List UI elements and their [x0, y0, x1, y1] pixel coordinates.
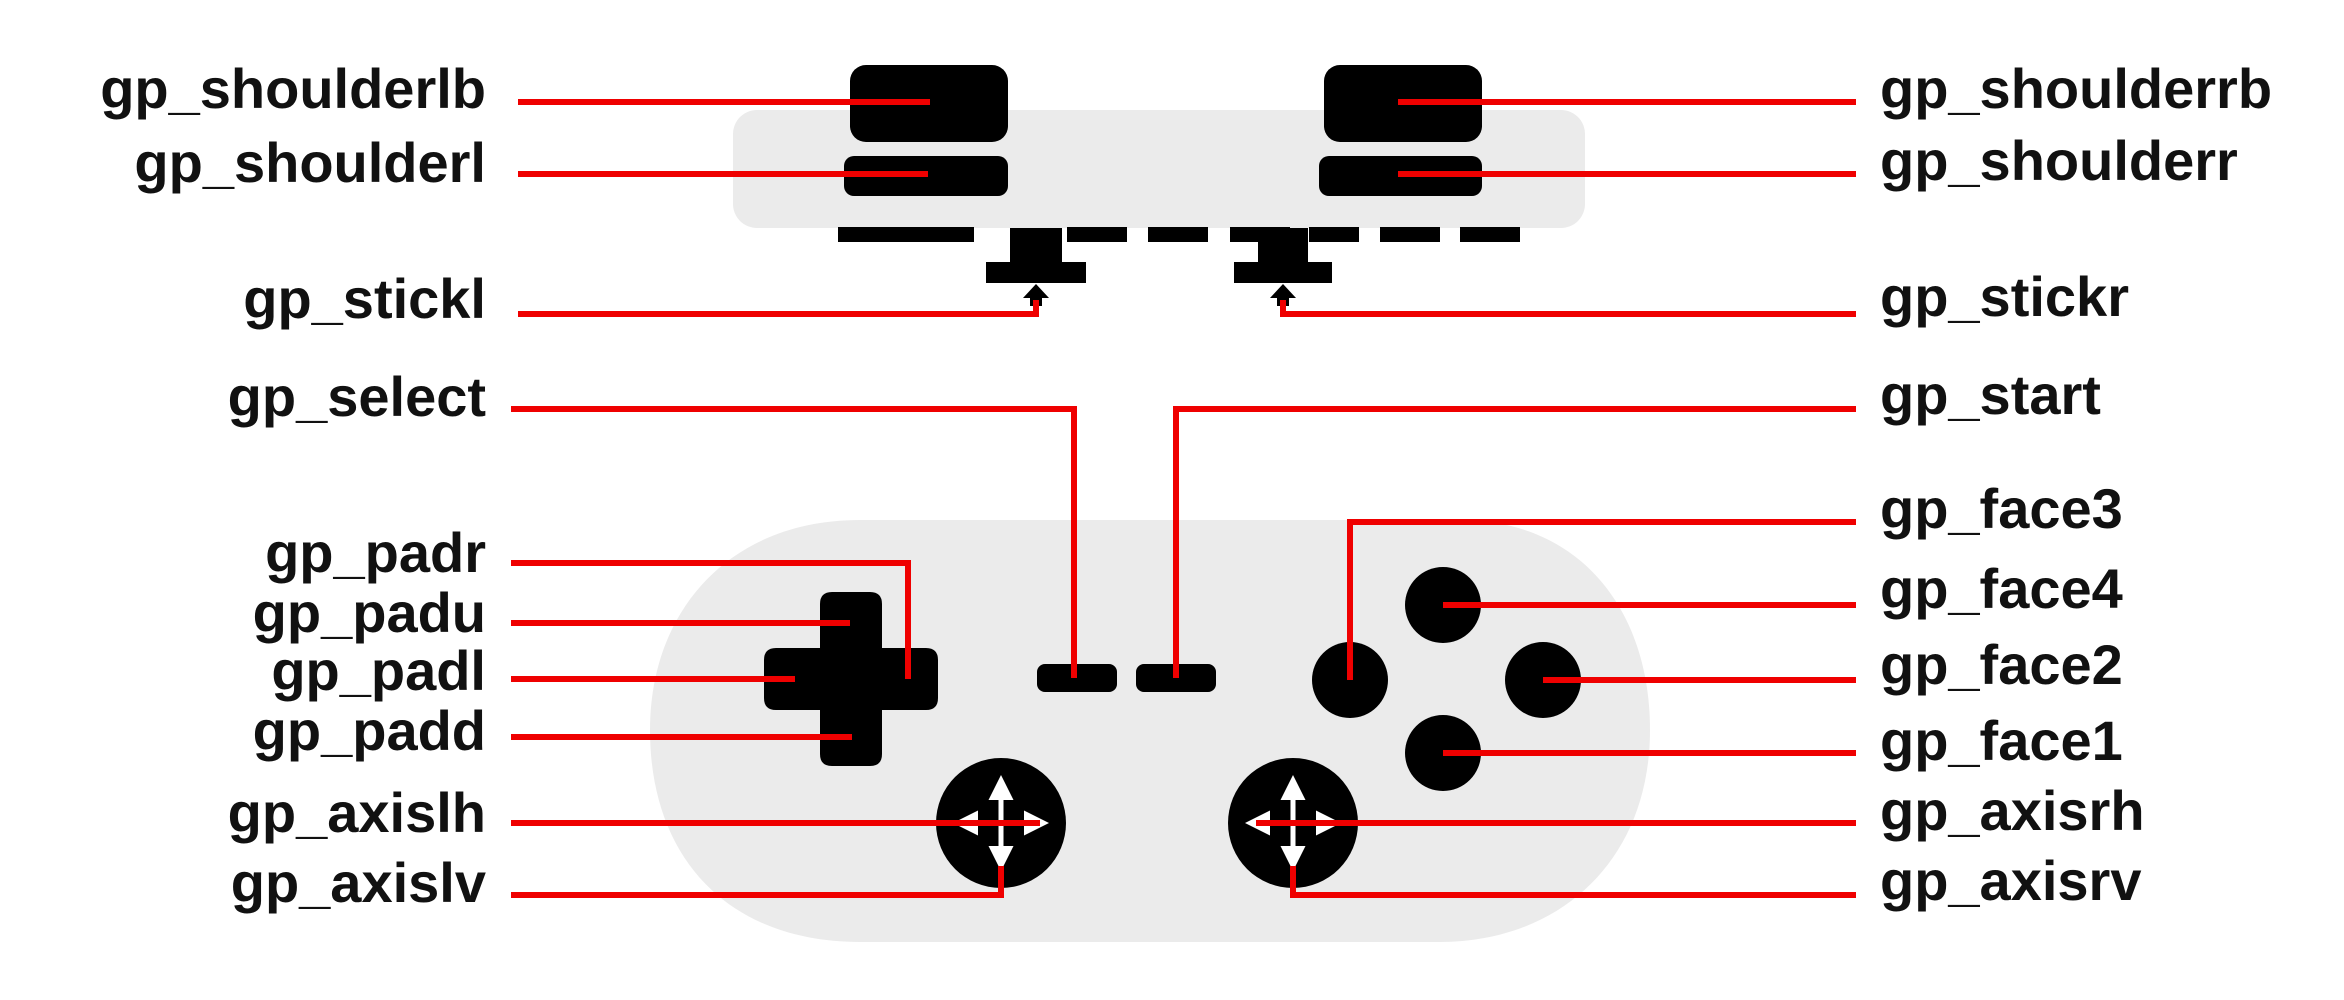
label-padr: gp_padr [265, 521, 486, 584]
leader-start [1173, 406, 1856, 678]
label-axislh: gp_axislh [228, 781, 486, 844]
label-axisrv: gp_axisrv [1880, 849, 2142, 912]
leader-select [511, 406, 1077, 678]
label-stickl: gp_stickl [243, 267, 486, 330]
label-face4: gp_face4 [1880, 557, 2123, 620]
leader-padr [511, 560, 911, 679]
stick-right-arrow [1270, 284, 1296, 306]
dpad [764, 592, 938, 766]
edge-dashes [838, 227, 1520, 242]
stick-right-profile [1234, 228, 1332, 283]
label-stickr: gp_stickr [1880, 265, 2129, 328]
label-axisrh: gp_axisrh [1880, 779, 2145, 842]
label-face3: gp_face3 [1880, 477, 2123, 540]
label-padu: gp_padu [253, 581, 486, 644]
stick-left-profile [986, 228, 1086, 283]
label-face2: gp_face2 [1880, 633, 2123, 696]
controller-body [650, 520, 1650, 942]
leader-face3 [1347, 519, 1856, 680]
label-padd: gp_padd [253, 699, 486, 762]
leader-stickl [518, 300, 1039, 317]
label-select: gp_select [228, 365, 486, 428]
leader-axislv [511, 866, 1004, 898]
label-face1: gp_face1 [1880, 709, 2123, 772]
stick-left-arrow [1023, 284, 1049, 306]
leader-stickr [1280, 300, 1856, 317]
label-axislv: gp_axislv [231, 851, 486, 914]
label-shoulderrb: gp_shoulderrb [1880, 57, 2272, 120]
label-shoulderlb: gp_shoulderlb [100, 57, 486, 120]
label-shoulderl: gp_shoulderl [134, 131, 486, 194]
label-padl: gp_padl [271, 639, 486, 702]
leader-axisrv [1290, 866, 1856, 898]
label-shoulderr: gp_shoulderr [1880, 129, 2238, 192]
label-start: gp_start [1880, 363, 2101, 426]
